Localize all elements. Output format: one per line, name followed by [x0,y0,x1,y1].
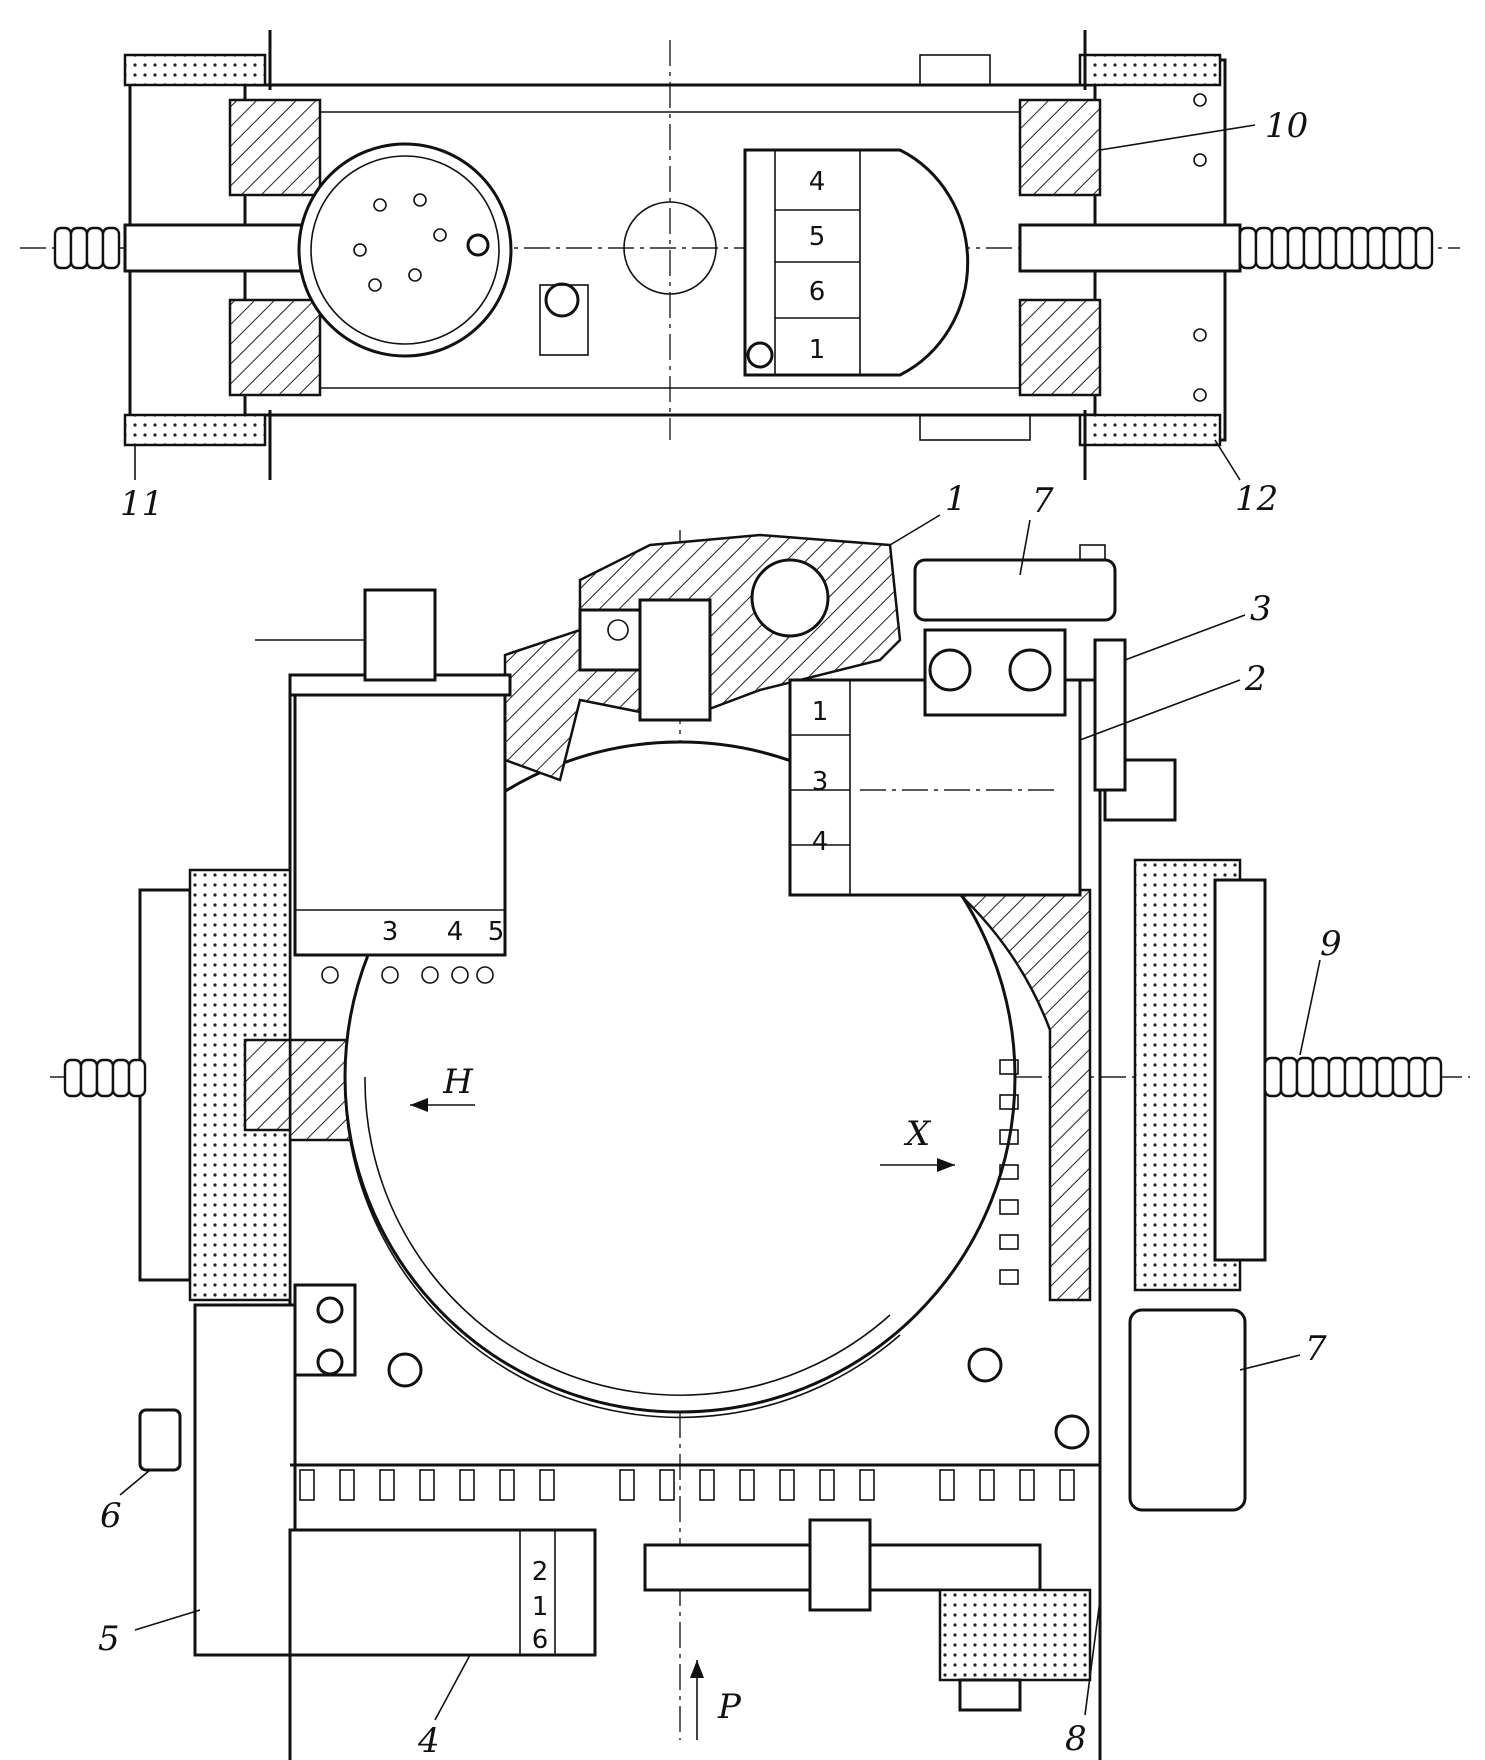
central-hole [623,201,717,295]
arrow-label-p: P [717,1687,742,1727]
connector-8 [938,1588,1092,1682]
top-block-label-1: 4 [809,167,826,197]
leader-7b [1239,1354,1301,1371]
right-front-thread [1263,1056,1443,1098]
leader-2 [1079,679,1241,741]
ll-block-label-2: 1 [532,1592,549,1622]
callout-10: 10 [1265,106,1308,146]
ll-block-label-3: 6 [532,1625,549,1655]
callout-11: 11 [120,484,163,524]
callout-3: 3 [1250,589,1272,629]
top-relay [913,558,1117,622]
callout-4: 4 [417,1721,440,1760]
leader-5 [134,1609,201,1631]
callout-1: 1 [945,479,967,519]
callout-2: 2 [1244,659,1267,699]
callout-6: 6 [100,1496,122,1536]
bracket-5 [193,1303,297,1657]
bottom-comb-row [299,1469,1075,1501]
upper-left-block [293,688,507,957]
ll-block-label-1: 2 [532,1557,549,1587]
top-block-label-2: 5 [809,222,826,252]
leader-9 [1299,959,1321,1056]
callout-12: 12 [1235,479,1278,519]
callout-5: 5 [98,1619,120,1659]
left-front-thread [63,1058,147,1098]
leader-8 [1084,1599,1101,1716]
knob-6 [138,1408,182,1472]
leader-10 [1099,124,1256,151]
ur-block-label-3: 4 [812,827,829,857]
callout-8: 8 [1065,1719,1087,1759]
arrow-label-h: H [442,1062,474,1102]
top-block-label-3: 6 [809,277,826,307]
ul-block-label-1: 3 [382,917,399,947]
ul-block-terminals [321,966,494,984]
callout-7b: 7 [1305,1329,1327,1369]
bottom-relay [1128,1308,1247,1512]
callout-9: 9 [1320,924,1342,964]
right-thread [1238,226,1434,270]
ur-block-label-2: 3 [812,767,829,797]
disc-contacts [353,193,490,292]
left-gear-outer [138,888,192,1282]
right-contact-row [999,1059,1019,1285]
leader-4 [434,1654,471,1721]
top-view: 4 5 6 1 10 11 12 [20,30,1460,524]
leader-12 [1214,439,1241,481]
ul-block-label-2: 4 [447,917,464,947]
front-view: 3 4 5 1 3 4 [50,479,1470,1760]
right-shaft [1018,223,1242,273]
contact-disc [297,142,513,358]
small-clamp [544,282,580,318]
left-thread [53,226,121,270]
ur-block-label-1: 1 [812,697,829,727]
leader-1 [889,514,941,546]
arrow-label-x: X [903,1114,932,1154]
leader-6 [119,1469,151,1496]
right-gear-outer [1213,878,1267,1262]
cylinder-4 [288,1528,597,1657]
leader-7a [1019,519,1031,576]
ul-block-label-3: 5 [488,917,505,947]
callout-7a: 7 [1032,481,1054,521]
top-block-label-4: 1 [809,335,826,365]
leader-3 [1124,614,1246,661]
